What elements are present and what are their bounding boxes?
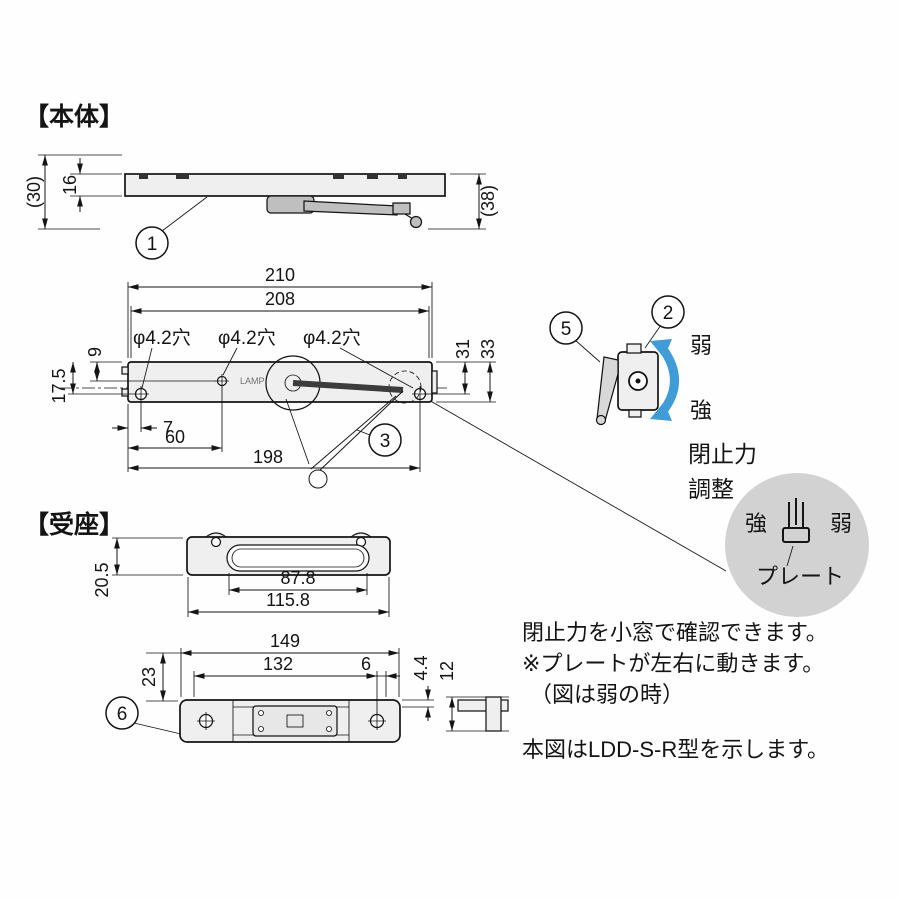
- dim-20-5: 20.5: [92, 562, 112, 597]
- plate-icon: [782, 498, 810, 543]
- seat-bottom-view: [179, 699, 401, 743]
- dim-31: 31: [453, 339, 473, 359]
- note-line-3: （図は弱の時）: [530, 682, 684, 707]
- dim-115-8: 115.8: [266, 590, 310, 610]
- seat-bottom-dimensions: 149 132 6 23 4.4: [139, 631, 434, 721]
- hole-label-1: φ4.2穴: [133, 327, 191, 349]
- dim-16: 16: [60, 175, 80, 195]
- adjuster-caption-line1: 閉止力: [688, 441, 757, 467]
- dim-87-8: 87.8: [280, 568, 315, 588]
- dim-6: 6: [361, 654, 371, 674]
- callout-6-circle: [105, 696, 139, 730]
- rotation-arrowhead-bottom: [650, 402, 672, 421]
- seat-profile-flange: [457, 699, 509, 712]
- callout-1-circle: [135, 226, 169, 260]
- callout-2-number: 2: [663, 303, 674, 324]
- seat-side-profile: 12: [437, 661, 509, 732]
- body-top-dimensions: 210 208 φ4.2穴 φ4.2穴 φ4.2穴 31 33 9 17.5 7…: [49, 265, 498, 472]
- seat-profile-stem: [485, 696, 502, 732]
- seat-center-block: [252, 705, 338, 737]
- callout-5: 5: [549, 311, 601, 363]
- bubble-weak: 弱: [830, 511, 852, 536]
- callout-3-number: 3: [380, 431, 391, 452]
- notes: 閉止力を小窓で確認できます。 ※プレートが左右に動きます。 （図は弱の時） 本図…: [522, 620, 829, 762]
- dim-38: (38): [478, 185, 498, 217]
- body-section-title: 【本体】: [24, 103, 124, 131]
- callout-2-circle: [651, 295, 685, 329]
- seat-section-title: 【受座】: [24, 510, 124, 539]
- label-strong: 強: [690, 398, 712, 423]
- dim-12: 12: [437, 661, 457, 681]
- dim-30: (30): [24, 176, 44, 208]
- body-side-view: [124, 173, 446, 229]
- note-line-2: ※プレートが左右に動きます。: [522, 651, 824, 676]
- dim-132: 132: [263, 654, 293, 674]
- arm-eyelet: [308, 469, 328, 489]
- note-line-1: 閉止力を小窓で確認できます。: [522, 620, 828, 645]
- dim-9: 9: [85, 347, 105, 357]
- seat-top-dimensions: 87.8 115.8 20.5: [92, 537, 390, 617]
- callout-5-number: 5: [561, 319, 572, 340]
- hole-label-2: φ4.2穴: [218, 327, 276, 349]
- adjuster-caption-line2: 調整: [688, 476, 734, 502]
- callout-1: 1: [135, 196, 208, 260]
- dim-208: 208: [265, 289, 295, 309]
- adjuster-lever: [596, 356, 619, 422]
- leader-to-plate-bubble: [426, 398, 727, 572]
- arm-link-2: [316, 390, 404, 474]
- body-side-bar: [124, 173, 446, 197]
- callout-5-circle: [549, 311, 583, 345]
- seat-slot: [226, 544, 370, 572]
- body-top-plate: [127, 361, 433, 403]
- callout-3-circle: [368, 423, 402, 457]
- callout-6-number: 6: [117, 704, 128, 725]
- rotation-arrow: [659, 346, 679, 414]
- callout-1-number: 1: [147, 234, 158, 255]
- arm-side: [303, 200, 398, 216]
- note-line-4: 本図はLDD-S-R型を示します。: [522, 737, 829, 762]
- dim-23: 23: [139, 667, 159, 687]
- rotation-arrowhead-top: [650, 339, 672, 358]
- dim-17-5: 17.5: [49, 368, 69, 403]
- callout-6: 6: [105, 696, 182, 735]
- label-weak: 弱: [690, 333, 712, 358]
- seat-top-view: [186, 532, 391, 576]
- arm-end-roller: [409, 215, 423, 229]
- dim-210: 210: [265, 265, 295, 285]
- body-side-dimensions: (30) 16 (38): [24, 154, 498, 230]
- arm-link-1: [292, 380, 404, 393]
- plate-indicator-bubble: 強 弱 プレート: [725, 473, 869, 617]
- dim-149: 149: [270, 631, 300, 651]
- callout-3: 3: [356, 423, 402, 457]
- body-top-view: LAMP: [60, 355, 450, 489]
- dim-198: 198: [253, 447, 283, 467]
- dim-4-4: 4.4: [411, 655, 431, 680]
- dim-60: 60: [165, 427, 185, 447]
- bubble-strong: 強: [745, 511, 767, 536]
- hole-label-3: φ4.2穴: [303, 327, 361, 349]
- brand-mark: LAMP: [240, 376, 265, 386]
- adjuster-detail: 弱 強 閉止力 調整: [595, 333, 757, 502]
- dim-33: 33: [478, 339, 498, 359]
- bubble-circle: [725, 473, 869, 617]
- bubble-plate-label: プレート: [756, 564, 844, 589]
- callout-2: 2: [644, 295, 685, 349]
- dim-7: 7: [163, 418, 173, 438]
